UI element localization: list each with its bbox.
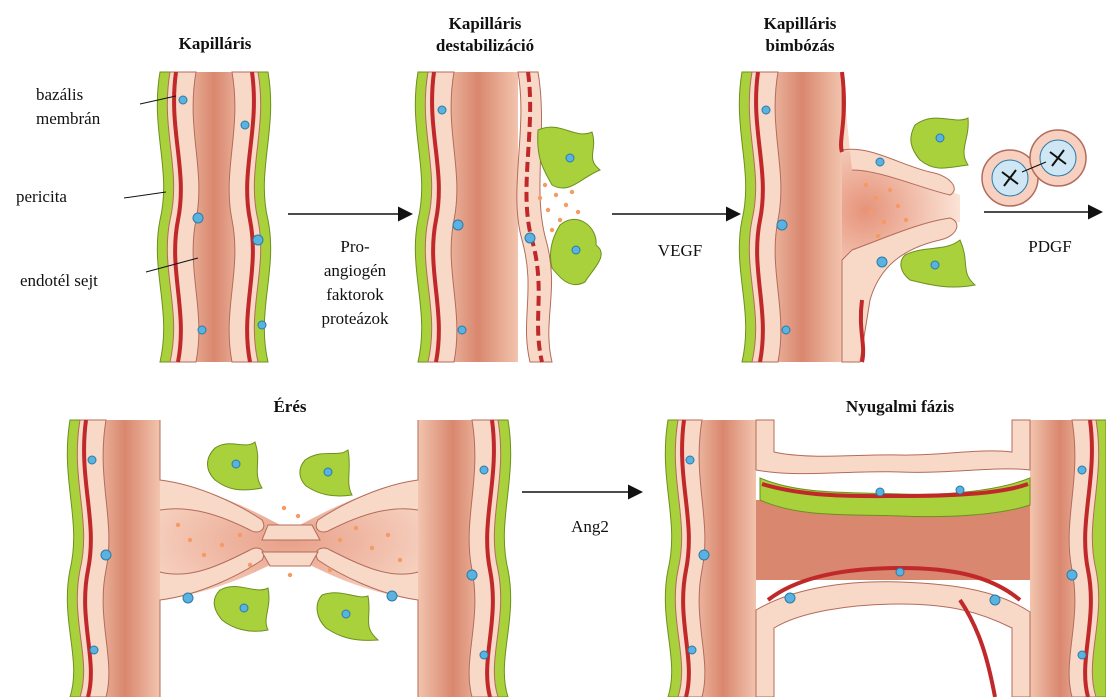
panel-maturation: [67, 420, 510, 697]
label-basement-membrane-line2: membrán: [36, 108, 100, 130]
arrow-2-label: VEGF: [630, 240, 730, 262]
title-quiescence: Nyugalmi fázis: [780, 396, 1020, 417]
title-maturation: Érés: [230, 396, 350, 417]
arrow-1-label-line2: angiogén: [300, 260, 410, 282]
junction-cell: [262, 552, 318, 566]
lower-vessel-wall: [756, 582, 1030, 697]
pericyte: [911, 118, 968, 168]
panel-destabilization: [415, 72, 601, 362]
label-pericyte: pericita: [16, 186, 67, 208]
dividing-cell: [982, 130, 1086, 206]
title-sprouting-line1: Kapilláris: [720, 13, 880, 34]
label-endothelial-cell: endotél sejt: [20, 270, 98, 292]
arrow-4-label: Ang2: [540, 516, 640, 538]
arrow-1-label-line3: faktorok: [300, 284, 410, 306]
title-sprouting-line2: bimbózás: [720, 35, 880, 56]
panel-capillary: [124, 72, 271, 362]
arrow-1-label-line4: proteázok: [300, 308, 410, 330]
endothelial-layer-right: [517, 72, 552, 362]
arrow-3-label: PDGF: [1000, 236, 1100, 258]
basement-membrane-right: [861, 300, 863, 362]
pointer-pericyte: [124, 192, 166, 198]
upper-vessel-wall: [756, 420, 1030, 474]
panel-sprouting: [739, 72, 1086, 362]
label-basement-membrane-line1: bazális: [36, 84, 83, 106]
panel-quiescence: [665, 420, 1106, 697]
junction-cell: [262, 525, 320, 540]
title-destabilization-line2: destabilizáció: [400, 35, 570, 56]
title-destabilization-line1: Kapilláris: [400, 13, 570, 34]
arrow-1-label-line1: Pro-: [300, 236, 410, 258]
title-capillary: Kapilláris: [140, 33, 290, 54]
